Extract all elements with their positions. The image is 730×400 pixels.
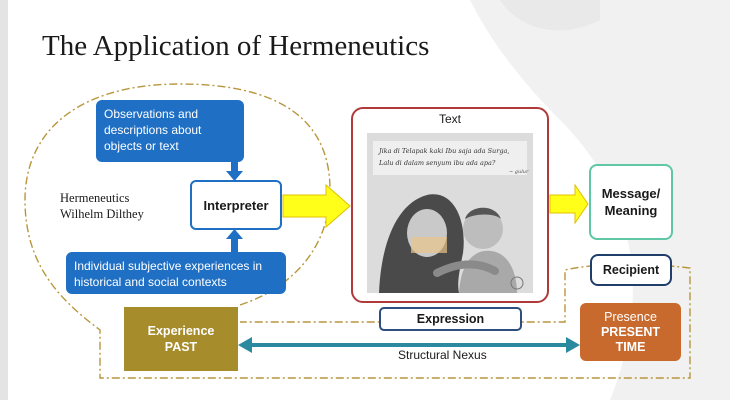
presence-line: Presence	[604, 309, 657, 324]
experience-past-box: Experience PAST	[124, 307, 238, 371]
hermeneutics-line: Hermeneutics	[60, 191, 130, 205]
mother-child-illustration: Jika di Telapak kaki Ibu saja ada Surga,…	[367, 133, 533, 293]
meaning-line: Meaning	[604, 203, 658, 218]
message-meaning-box: Message/ Meaning	[589, 164, 673, 240]
caption-line: Jika di Telapak kaki Ibu saja ada Surga,	[377, 147, 509, 155]
observations-line: objects or text	[104, 139, 179, 153]
time-line: TIME	[615, 339, 646, 354]
observations-box: Observations and descriptions about obje…	[96, 100, 244, 162]
illustration-image: Jika di Telapak kaki Ibu saja ada Surga,…	[367, 133, 533, 293]
structural-nexus-label: Structural Nexus	[398, 348, 487, 362]
yellow-arrow-to-text	[282, 183, 351, 229]
recipient-box: Recipient	[590, 254, 672, 286]
expression-box: Expression	[379, 307, 522, 331]
observations-line: Observations and	[104, 107, 199, 121]
observations-line: descriptions about	[104, 123, 202, 137]
slide-title: The Application of Hermeneutics	[42, 30, 430, 62]
structural-nexus-arrow	[238, 337, 580, 353]
present-line: PRESENT	[600, 324, 661, 339]
past-line: PAST	[164, 340, 198, 354]
hermeneutics-label: Hermeneutics Wilhelm Dilthey	[60, 190, 144, 222]
experience-line: Experience	[147, 324, 215, 338]
individual-line: Individual subjective experiences in	[74, 259, 263, 273]
dilthey-line: Wilhelm Dilthey	[60, 207, 144, 221]
interpreter-box: Interpreter	[190, 180, 282, 230]
presence-present-time-box: Presence PRESENT TIME	[580, 303, 681, 361]
text-box-label: Text	[438, 112, 461, 126]
yellow-arrow-to-message	[549, 183, 589, 225]
caption-line: Lalu di dalam senyum ibu ada apa?	[378, 159, 496, 167]
signature-text: ~ gulur	[509, 169, 529, 175]
message-line: Message/	[601, 186, 661, 201]
text-box: Text Jika di Telapak kaki Ibu saja ada S…	[351, 107, 549, 303]
left-border-bar	[0, 0, 8, 400]
down-arrow	[226, 162, 243, 181]
individual-line: historical and social contexts	[74, 275, 227, 289]
individual-experiences-box: Individual subjective experiences in his…	[66, 252, 286, 294]
up-arrow	[226, 229, 243, 252]
